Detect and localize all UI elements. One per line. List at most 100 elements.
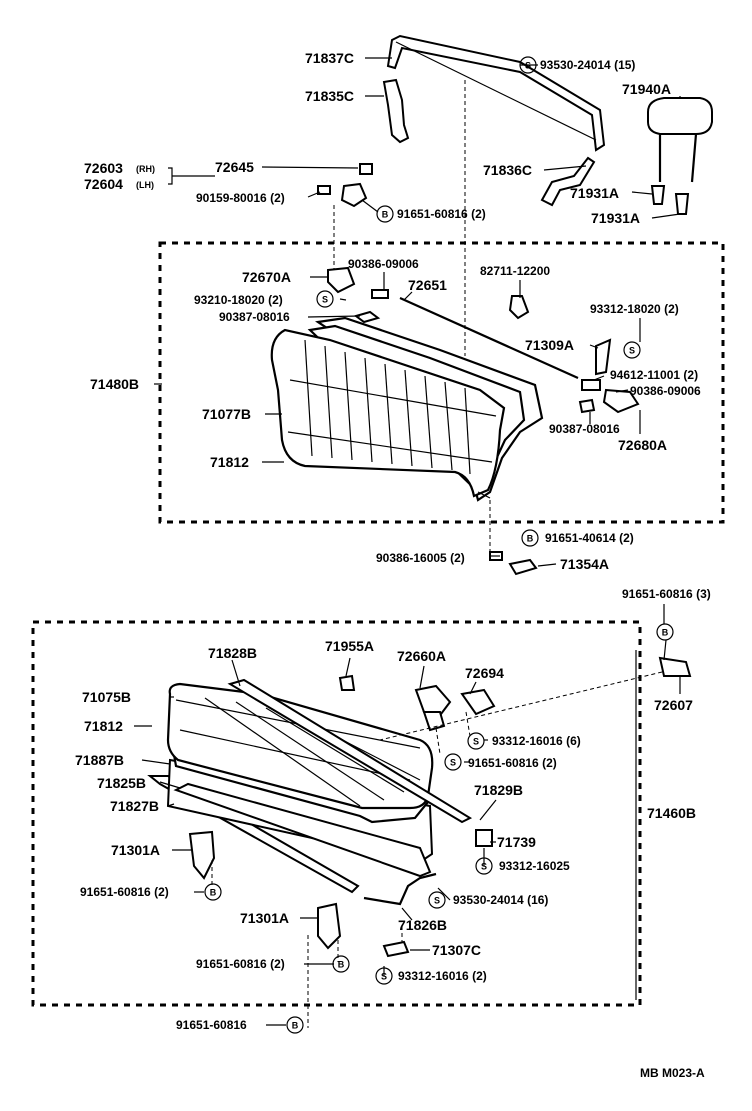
label-lh: (LH) [136,180,154,190]
symbol-b-1: B [376,205,394,223]
svg-text:B: B [527,534,534,544]
label-71829B: 71829B [474,782,523,798]
label-72604: 72604 [84,176,123,192]
label-72651: 72651 [408,277,447,293]
symbol-s-8: S [375,967,393,985]
label-93530-24014-16: 93530-24014 (16) [453,893,548,907]
guide-line [379,671,663,741]
label-71812-b: 71812 [84,718,123,734]
label-71077B: 71077B [202,406,251,422]
label-91651-40614: 91651-40614 (2) [545,531,634,545]
svg-text:S: S [629,346,635,356]
leader-lines [134,57,681,1026]
label-71301A-2: 71301A [240,910,289,926]
label-72660A: 72660A [397,648,446,664]
label-72607: 72607 [654,697,693,713]
svg-text:S: S [525,61,531,71]
label-71836C: 71836C [483,162,532,178]
clip-71307C [382,940,410,958]
label-94612-11001: 94612-11001 (2) [610,368,698,382]
headrest-frame-71837C [386,34,606,152]
label-71460B: 71460B [647,805,696,821]
label-91651-60816-b: 91651-60816 (2) [468,756,557,770]
symbol-s-4: S [467,732,485,750]
headrest-71940A [647,97,713,183]
latch-72694 [460,688,496,716]
symbol-s-2: S [316,290,334,308]
label-91651-60816-a: 91651-60816 (2) [397,207,486,221]
symbol-s-3: S [623,341,641,359]
label-72603: 72603 [84,160,123,176]
label-71812-a: 71812 [210,454,249,470]
symbol-b-2: B [521,529,539,547]
label-71301A-1: 71301A [111,842,160,858]
svg-text:B: B [210,888,217,898]
cushion-hinge-71301A-left [188,830,216,880]
label-71837C: 71837C [305,50,354,66]
label-71480B: 71480B [90,376,139,392]
label-93530-24014-15: 93530-24014 (15) [540,58,635,72]
label-71827B: 71827B [110,798,159,814]
label-71931A-1: 71931A [570,185,619,201]
svg-text:S: S [381,972,387,982]
lock-rod-72651 [399,296,579,380]
seat-cushion-group-box [31,620,642,1007]
svg-text:B: B [662,628,669,638]
clip-71955A [338,674,356,691]
label-93312-16016-2: 93312-16016 (2) [398,969,487,983]
symbol-b-6: B [286,1016,304,1034]
footer-code: MB M023-A [640,1066,705,1080]
wire-71826B [363,872,437,906]
label-90386-09006-b: 90386-09006 [630,384,701,398]
label-91651-60816-e: 91651-60816 [176,1018,247,1032]
label-91651-60816-3: 91651-60816 (3) [622,587,711,601]
label-71826B: 71826B [398,917,447,933]
guide-line [435,727,441,755]
symbol-s-6: S [475,857,493,875]
label-93210-18020: 93210-18020 (2) [194,293,283,307]
clip-82711-12200 [508,295,530,320]
label-90387-08016-b: 90387-08016 [549,422,620,436]
symbol-b-5: B [332,955,350,973]
label-71835C: 71835C [305,88,354,104]
label-71309A: 71309A [525,337,574,353]
label-91651-60816-c: 91651-60816 (2) [80,885,169,899]
label-71931A-2: 71931A [591,210,640,226]
label-71354A: 71354A [560,556,609,572]
svg-text:B: B [382,210,389,220]
label-91651-60816-d: 91651-60816 (2) [196,957,285,971]
label-71739: 71739 [497,834,536,850]
label-71075B: 71075B [82,689,131,705]
frame-bracket-71835C [382,78,410,144]
label-71955A: 71955A [325,638,374,654]
label-90386-09006-a: 90386-09006 [348,257,419,271]
label-72694: 72694 [465,665,504,681]
leader [477,491,491,499]
svg-text:S: S [434,896,440,906]
svg-text:S: S [481,862,487,872]
spacer-71739 [475,829,493,847]
symbol-b-3: B [656,623,674,641]
seatback-71480B [270,310,544,502]
frame-71825B [173,782,432,878]
label-90387-08016-a: 90387-08016 [219,310,290,324]
label-71307C: 71307C [432,942,481,958]
label-93312-16025: 93312-16025 [499,859,570,873]
label-90159-80016: 90159-80016 (2) [196,191,285,205]
label-71825B: 71825B [97,775,146,791]
seatback-lock-72670A [327,266,389,299]
label-71940A: 71940A [622,81,671,97]
svg-text:B: B [292,1021,299,1031]
headrest-support-71931A [650,185,690,215]
label-90386-16005: 90386-16005 (2) [376,551,465,565]
svg-text:S: S [473,737,479,747]
label-71828B: 71828B [208,645,257,661]
label-72645: 72645 [215,159,254,175]
label-rh: (RH) [136,164,155,174]
seatback-group-box [158,241,725,524]
label-72670A: 72670A [242,269,291,285]
symbol-s-7: S [428,891,446,909]
svg-text:S: S [450,758,456,768]
latch-72660A [414,684,452,732]
